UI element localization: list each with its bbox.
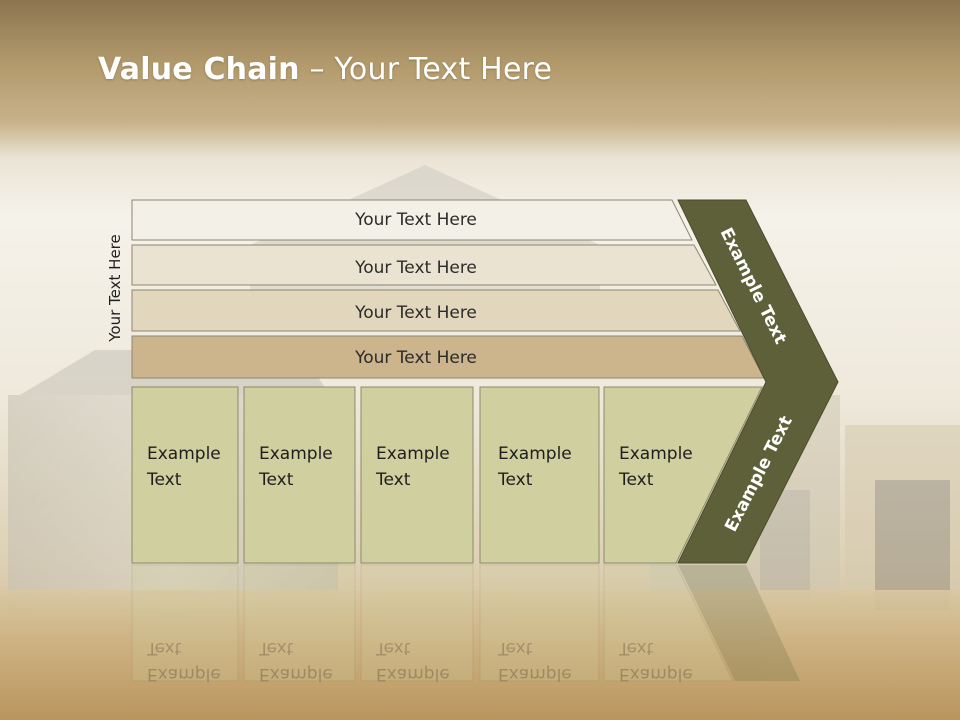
reflection-box-3-line-1: Example — [376, 664, 450, 684]
reflection-box-1-line-2: Text — [146, 638, 182, 658]
reflection-box-1-line-1: Example — [147, 664, 221, 684]
support-band-3-label: Your Text Here — [354, 303, 477, 323]
title-rest: – Your Text Here — [299, 52, 553, 87]
support-band-3: Your Text Here — [131, 289, 741, 332]
reflection-box-5-line-2: Text — [618, 638, 654, 658]
activity-box-2-line-2: Text — [258, 470, 294, 490]
activity-box-4-line-2: Text — [497, 470, 533, 490]
margin-chevron: Example Text Example Text — [677, 199, 839, 564]
activity-box-5-line-1: Example — [619, 444, 693, 464]
support-band-1: Your Text Here — [131, 199, 693, 241]
support-band-4-label: Your Text Here — [354, 348, 477, 368]
activity-box-1-line-1: Example — [147, 444, 221, 464]
activity-box-4: Example Text — [479, 386, 600, 564]
activity-box-3: Example Text — [360, 386, 474, 564]
reflection-box-2-line-2: Text — [258, 638, 294, 658]
reflection-box-5-line-1: Example — [619, 664, 693, 684]
support-band-2: Your Text Here — [131, 244, 717, 286]
activity-box-3-line-1: Example — [376, 444, 450, 464]
activity-box-4-line-1: Example — [498, 444, 572, 464]
support-band-1-label: Your Text Here — [354, 210, 477, 230]
diagram-reflection: Example Text Example Text Example Text E… — [131, 564, 800, 684]
reflection-box-2-line-1: Example — [259, 664, 333, 684]
activity-box-1-line-2: Text — [146, 470, 182, 490]
slide-title: Value Chain – Your Text Here — [98, 52, 552, 87]
activity-box-2-line-1: Example — [259, 444, 333, 464]
reflection-box-4-line-2: Text — [497, 638, 533, 658]
support-band-2-label: Your Text Here — [354, 258, 477, 278]
activity-box-2: Example Text — [243, 386, 356, 564]
activity-box-5-line-2: Text — [618, 470, 654, 490]
support-band-4: Your Text Here — [131, 335, 765, 379]
reflection-box-4-line-1: Example — [498, 664, 572, 684]
activity-box-1: Example Text — [131, 386, 239, 564]
reflection-box-3-line-2: Text — [375, 638, 411, 658]
activity-box-3-line-2: Text — [375, 470, 411, 490]
activity-box-5: Example Text — [603, 386, 763, 564]
title-bold: Value Chain — [98, 52, 300, 87]
